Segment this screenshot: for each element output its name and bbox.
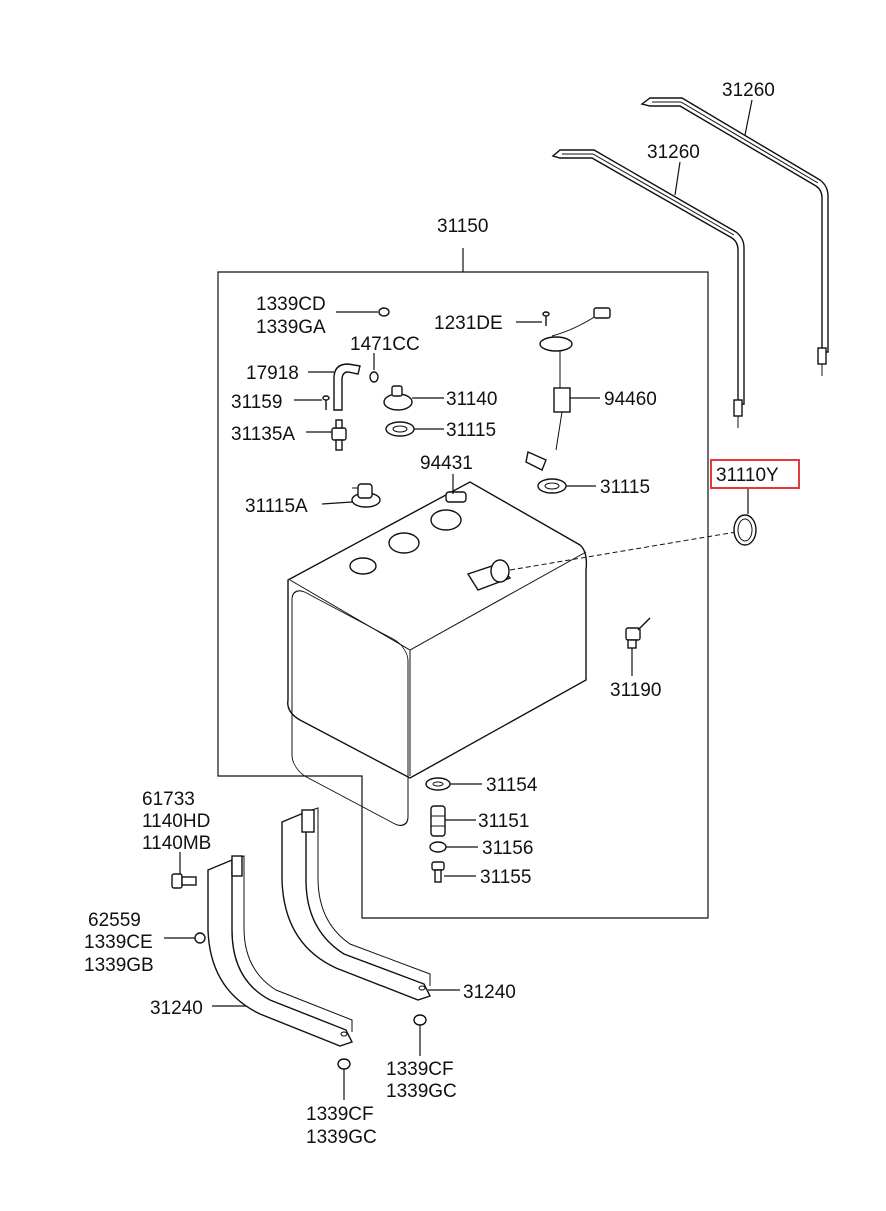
tank-opening-2 [388, 532, 420, 554]
tank-opening-3 [430, 509, 462, 531]
nut-1339cd[interactable] [378, 307, 390, 317]
nut-1339cf-right[interactable] [413, 1014, 427, 1026]
label-1140hd: 1140HD [142, 811, 210, 832]
sender-cap-31140[interactable] [383, 385, 413, 411]
drain-valve-31190[interactable] [625, 617, 651, 649]
nut-1339cf-left[interactable] [337, 1058, 351, 1070]
filler-cap-ring[interactable] [733, 514, 757, 546]
tank-label-plate [445, 491, 467, 503]
label-31115a: 31115A [245, 496, 308, 517]
gasket-31154[interactable] [425, 777, 451, 791]
clip-1471cc[interactable] [369, 371, 379, 383]
label-31190: 31190 [610, 680, 661, 701]
label-62559: 62559 [88, 910, 141, 931]
fuel-tank-strap-rear[interactable] [640, 97, 829, 376]
tank-bracket-left[interactable] [207, 855, 353, 1047]
label-31151: 31151 [478, 811, 529, 832]
label-31155: 31155 [480, 867, 531, 888]
label-31156: 31156 [482, 838, 533, 859]
filler-neck[interactable] [466, 559, 512, 591]
valve-31135a[interactable] [331, 419, 347, 451]
label-31140: 31140 [446, 389, 497, 410]
label-1339gb: 1339GB [84, 955, 154, 976]
label-1339cf-right: 1339CF [386, 1059, 454, 1080]
washer-31156[interactable] [429, 841, 447, 853]
label-31240-right: 31240 [463, 982, 516, 1003]
label-1339gc-right: 1339GC [386, 1081, 457, 1102]
hose-17918[interactable] [333, 363, 361, 411]
label-17918: 17918 [246, 363, 299, 384]
label-1339cd: 1339CD [256, 294, 326, 315]
fuel-tank-strap-front[interactable] [551, 149, 745, 428]
label-31260-front: 31260 [647, 142, 700, 163]
label-31115-upper: 31115 [446, 420, 496, 441]
fuel-sender-unit-94460[interactable] [525, 307, 611, 471]
label-1339ce: 1339CE [84, 932, 153, 953]
nut-62559[interactable] [194, 932, 206, 944]
label-31240-left: 31240 [150, 998, 203, 1019]
label-94431: 94431 [420, 453, 473, 474]
label-31159: 31159 [231, 392, 282, 413]
label-1471cc: 1471CC [350, 334, 420, 355]
grommet-31115a[interactable] [351, 483, 381, 508]
gasket-31115-upper[interactable] [385, 421, 415, 437]
tank-opening-1 [349, 557, 377, 575]
label-31115-lower: 31115 [600, 477, 650, 498]
label-31150: 31150 [437, 216, 488, 237]
gasket-31115-lower[interactable] [537, 478, 567, 494]
label-1339ga: 1339GA [256, 317, 326, 338]
tank-bracket-right[interactable] [281, 807, 431, 1001]
fuel-tank-body[interactable] [287, 481, 588, 831]
label-94460: 94460 [604, 389, 657, 410]
assembly-boundary [217, 271, 709, 919]
label-31110y: 31110Y [716, 465, 779, 486]
screw-1231de[interactable] [542, 311, 550, 326]
bolt-61733[interactable] [171, 873, 197, 889]
label-1339cf-left: 1339CF [306, 1104, 374, 1125]
bolt-31155[interactable] [431, 861, 445, 883]
label-1339gc-left: 1339GC [306, 1127, 377, 1148]
drain-plug-31151[interactable] [430, 805, 446, 837]
screw-31159[interactable] [322, 395, 330, 410]
label-31154: 31154 [486, 775, 538, 796]
highlight-box [710, 459, 800, 489]
label-31260-rear: 31260 [722, 80, 775, 101]
label-31135a: 31135A [231, 424, 295, 445]
label-1231de: 1231DE [434, 313, 503, 334]
label-61733: 61733 [142, 789, 195, 810]
label-1140mb: 1140MB [142, 833, 211, 854]
